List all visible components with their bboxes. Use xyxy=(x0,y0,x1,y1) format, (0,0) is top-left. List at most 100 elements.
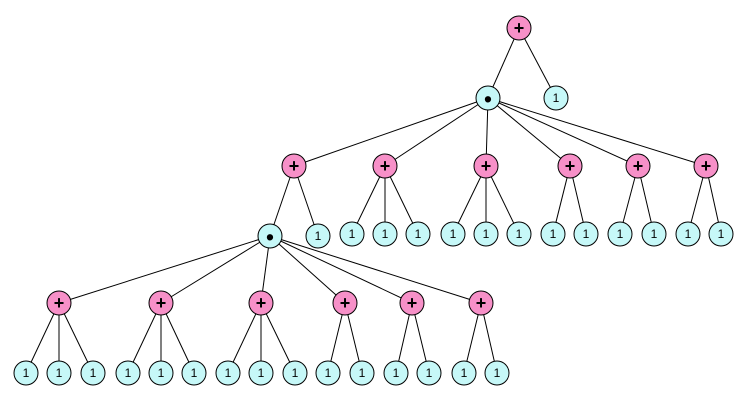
node-circle xyxy=(46,360,72,386)
tree-edge xyxy=(351,165,386,235)
leaf-node-one: 1 xyxy=(543,85,569,111)
node-label: 1 xyxy=(461,366,468,380)
tree-edge xyxy=(487,97,571,167)
node-label: 1 xyxy=(191,366,198,380)
node-circle xyxy=(181,360,207,386)
node-circle xyxy=(506,15,532,41)
node-circle xyxy=(332,290,358,316)
node-label: 1 xyxy=(90,366,97,380)
tree-edge xyxy=(127,302,162,374)
plus-node: + xyxy=(473,153,499,179)
node-circle xyxy=(148,290,174,316)
tree-edge xyxy=(269,235,346,304)
node-label: + xyxy=(565,156,576,176)
leaf-node-one: 1 xyxy=(305,223,331,249)
node-label: + xyxy=(289,156,300,176)
node-label: 1 xyxy=(450,227,457,241)
node-circle xyxy=(248,290,274,316)
node-label: 1 xyxy=(718,227,725,241)
node-label: 1 xyxy=(23,366,30,380)
node-label: 1 xyxy=(158,366,165,380)
node-circle xyxy=(506,221,532,247)
node-circle xyxy=(315,360,341,386)
node-circle xyxy=(473,153,499,179)
node-circle xyxy=(543,85,569,111)
leaf-node-one: 1 xyxy=(708,221,734,247)
node-circle xyxy=(115,360,141,386)
plus-node: + xyxy=(46,290,72,316)
leaf-node-one: 1 xyxy=(282,360,308,386)
node-circle xyxy=(339,221,365,247)
leaf-node-one: 1 xyxy=(349,360,375,386)
node-circle xyxy=(607,221,633,247)
node-label: + xyxy=(54,293,65,313)
tree-edge xyxy=(58,302,94,374)
node-label: + xyxy=(407,293,418,313)
node-label: 1 xyxy=(685,227,692,241)
node-circle xyxy=(540,221,566,247)
leaf-node-one: 1 xyxy=(372,221,398,247)
leaf-node-one: 1 xyxy=(248,360,274,386)
plus-node: + xyxy=(332,290,358,316)
tree-edge xyxy=(384,97,489,167)
node-circle xyxy=(46,290,72,316)
node-circle xyxy=(473,221,499,247)
leaf-node-one: 1 xyxy=(80,360,106,386)
leaf-node-one: 1 xyxy=(46,360,72,386)
tree-edges xyxy=(25,27,722,374)
node-label: 1 xyxy=(583,227,590,241)
plus-node: + xyxy=(399,290,425,316)
leaf-node-one: 1 xyxy=(506,221,532,247)
leaf-node-one: 1 xyxy=(416,360,442,386)
node-circle xyxy=(641,221,667,247)
node-label: 1 xyxy=(426,366,433,380)
tree-edge xyxy=(485,165,520,235)
node-label: 1 xyxy=(516,227,523,241)
node-label: 1 xyxy=(415,227,422,241)
plus-node: + xyxy=(281,153,307,179)
leaf-node-one: 1 xyxy=(607,221,633,247)
dot-node: • xyxy=(257,223,283,250)
node-label: 1 xyxy=(225,366,232,380)
node-label: 1 xyxy=(292,366,299,380)
node-circle xyxy=(573,221,599,247)
node-circle xyxy=(13,360,39,386)
plus-node: + xyxy=(625,153,651,179)
node-label: 1 xyxy=(494,366,501,380)
leaf-node-one: 1 xyxy=(13,360,39,386)
node-circle xyxy=(372,221,398,247)
leaf-node-one: 1 xyxy=(573,221,599,247)
node-circle xyxy=(281,153,307,179)
tree-edge xyxy=(269,235,482,304)
node-label: 1 xyxy=(359,366,366,380)
node-circle xyxy=(80,360,106,386)
plus-node: + xyxy=(148,290,174,316)
tree-edge xyxy=(269,235,413,304)
tree-edge xyxy=(452,165,487,235)
plus-node: + xyxy=(248,290,274,316)
leaf-node-one: 1 xyxy=(440,221,466,247)
leaf-node-one: 1 xyxy=(484,360,510,386)
node-circle xyxy=(383,360,409,386)
node-label: + xyxy=(514,18,525,38)
node-label: + xyxy=(476,293,487,313)
node-circle xyxy=(675,221,701,247)
node-circle xyxy=(405,221,431,247)
tree-edge xyxy=(260,302,296,374)
node-circle xyxy=(257,223,283,249)
tree-edge xyxy=(160,235,271,304)
leaf-node-one: 1 xyxy=(451,360,477,386)
node-circle xyxy=(484,360,510,386)
node-circle xyxy=(693,153,719,179)
node-label: + xyxy=(340,293,351,313)
plus-node: + xyxy=(557,153,583,179)
node-label: 1 xyxy=(349,227,356,241)
leaf-node-one: 1 xyxy=(315,360,341,386)
node-label: + xyxy=(701,156,712,176)
node-label: + xyxy=(380,156,391,176)
tree-edge xyxy=(384,165,419,235)
plus-node: + xyxy=(372,153,398,179)
node-label: 1 xyxy=(550,227,557,241)
dot-node: • xyxy=(475,85,501,112)
